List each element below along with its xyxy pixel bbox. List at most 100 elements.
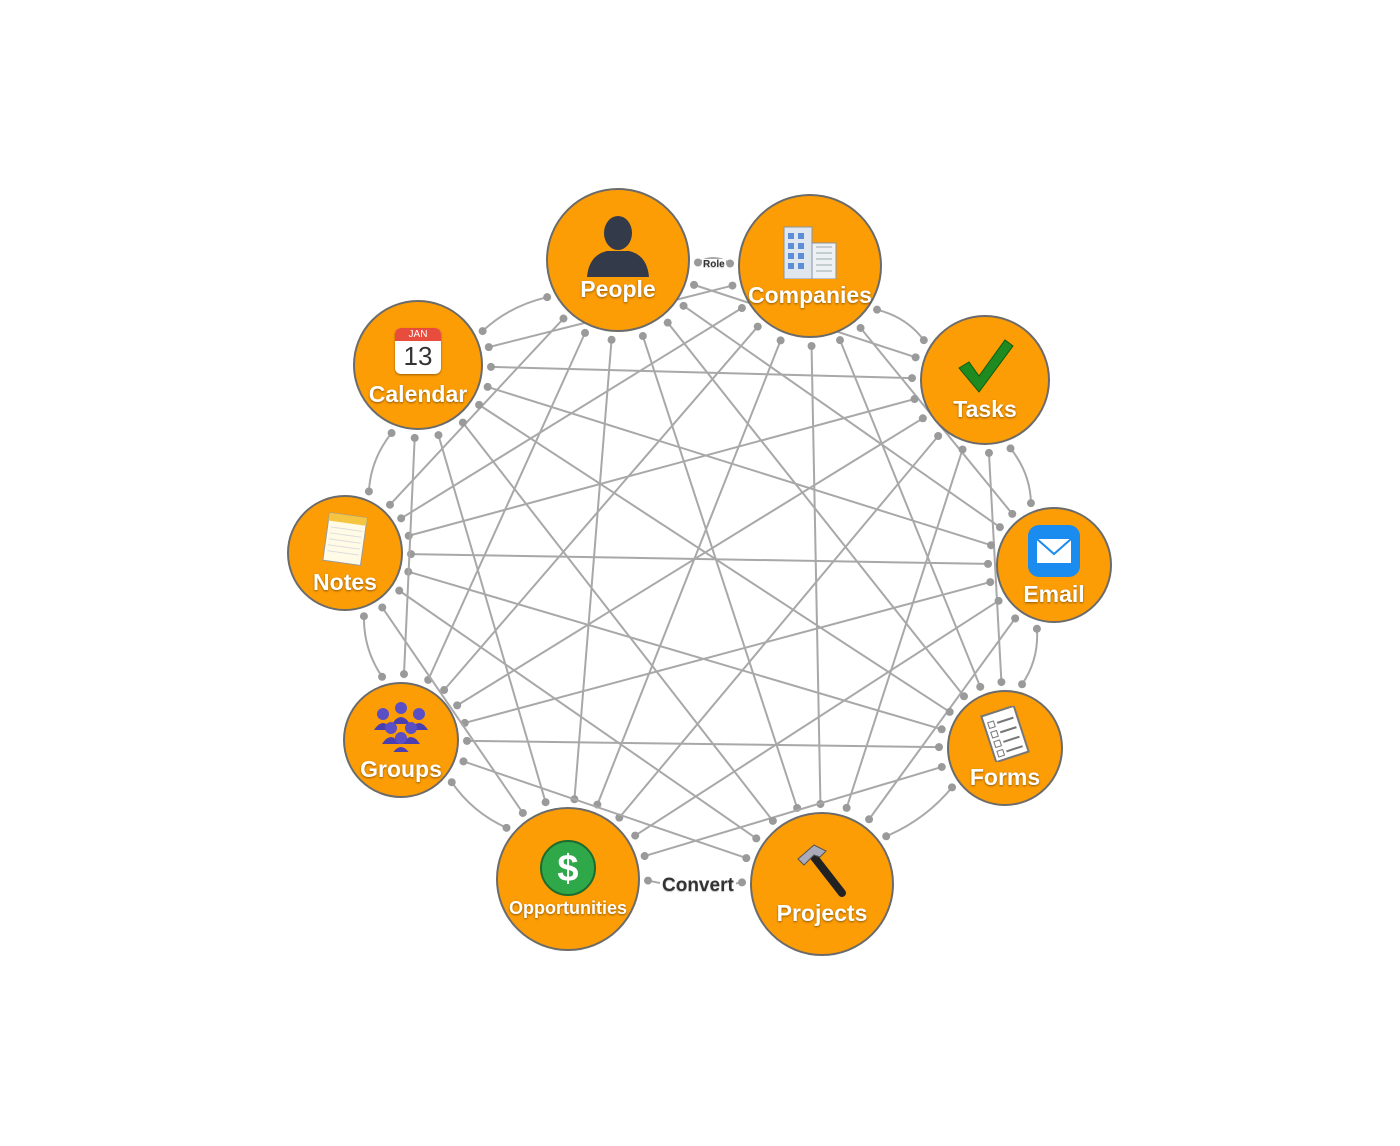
- edge-email-calendar: [487, 385, 992, 547]
- node-notes[interactable]: Notes: [287, 495, 403, 611]
- node-label: Opportunities: [509, 898, 627, 919]
- edge-endpoint-dot: [1006, 444, 1015, 453]
- dollar-coin-icon: $: [539, 839, 597, 897]
- edge-projects-notes: [398, 589, 757, 840]
- edge-endpoint-dot: [987, 541, 996, 550]
- node-companies[interactable]: Companies: [738, 194, 882, 338]
- edge-forms-calendar: [478, 404, 951, 713]
- edge-endpoint-dot: [693, 258, 702, 267]
- edge-email-forms: [1021, 628, 1039, 685]
- edge-endpoint-dot: [397, 514, 406, 523]
- edge-endpoint-dot: [742, 854, 751, 863]
- edge-endpoint-dot: [911, 353, 920, 362]
- edge-endpoint-dot: [994, 596, 1003, 605]
- edge-endpoint-dot: [359, 612, 368, 621]
- edge-endpoint-dot: [453, 701, 462, 710]
- edge-endpoint-dot: [882, 832, 891, 841]
- edge-forms-notes: [408, 570, 942, 731]
- edge-endpoint-dot: [918, 414, 927, 423]
- envelope-icon: [1027, 522, 1081, 580]
- edge-groups-notes: [362, 616, 383, 678]
- node-forms[interactable]: Forms: [947, 690, 1063, 806]
- edge-endpoint-dot: [581, 328, 590, 337]
- edge-tasks-email: [1009, 447, 1032, 504]
- edge-endpoint-dot: [410, 433, 419, 442]
- edge-endpoint-dot: [726, 259, 735, 268]
- edge-endpoint-dot: [910, 395, 919, 404]
- edge-people-calendar: [481, 296, 548, 332]
- edge-tasks-calendar: [490, 365, 913, 380]
- edge-endpoint-dot: [1011, 614, 1020, 623]
- node-tasks[interactable]: Tasks: [920, 315, 1050, 445]
- edge-endpoint-dot: [776, 336, 785, 345]
- edge-endpoint-dot: [738, 878, 747, 887]
- edge-people-notes: [389, 317, 565, 506]
- person-silhouette-icon: [585, 216, 651, 278]
- edge-endpoint-dot: [631, 831, 640, 840]
- notepad-icon: [320, 510, 370, 568]
- edge-projects-groups: [463, 760, 747, 860]
- edge-endpoint-dot: [447, 778, 456, 787]
- node-email[interactable]: Email: [996, 507, 1112, 623]
- edge-endpoint-dot: [475, 400, 484, 409]
- edge-endpoint-dot: [1008, 509, 1017, 518]
- edge-endpoint-dot: [728, 281, 737, 290]
- edge-endpoint-dot: [543, 293, 552, 302]
- edge-label-convert: Convert: [660, 875, 736, 897]
- node-projects[interactable]: Projects: [750, 812, 894, 956]
- edge-tasks-opportunities: [618, 435, 939, 819]
- edge-companies-opportunities: [596, 340, 782, 805]
- edge-endpoint-dot: [679, 301, 688, 310]
- node-label: Tasks: [953, 396, 1017, 423]
- edge-endpoint-dot: [873, 305, 882, 314]
- edge-endpoint-dot: [1026, 499, 1035, 508]
- edge-email-projects: [868, 617, 1016, 820]
- edge-opportunities-calendar: [437, 434, 547, 803]
- edge-people-projects: [641, 335, 799, 809]
- edge-endpoint-dot: [752, 834, 761, 843]
- edge-endpoint-dot: [395, 586, 404, 595]
- edge-tasks-groups: [456, 417, 924, 707]
- edge-endpoint-dot: [640, 852, 649, 861]
- node-opportunities[interactable]: $Opportunities: [496, 807, 640, 951]
- node-groups[interactable]: Groups: [343, 682, 459, 798]
- edge-people-email: [682, 305, 1001, 528]
- edge-endpoint-dot: [607, 335, 616, 344]
- edge-tasks-notes: [408, 398, 915, 537]
- node-label: Forms: [969, 764, 1041, 791]
- edge-endpoint-dot: [486, 362, 495, 371]
- edge-endpoint-dot: [643, 876, 652, 885]
- edge-email-groups: [464, 581, 991, 724]
- edge-endpoint-dot: [986, 578, 995, 587]
- node-label: Projects: [776, 900, 868, 927]
- edge-people-forms: [666, 322, 965, 697]
- edge-endpoint-dot: [935, 743, 944, 752]
- edge-endpoint-dot: [638, 332, 647, 341]
- edge-endpoint-dot: [518, 808, 527, 817]
- node-people[interactable]: People: [546, 188, 690, 332]
- edge-endpoint-dot: [807, 341, 816, 350]
- edge-endpoint-dot: [958, 445, 967, 454]
- edge-endpoint-dot: [478, 327, 487, 336]
- edge-endpoint-dot: [364, 487, 373, 496]
- edge-groups-calendar: [402, 437, 416, 675]
- edge-endpoint-dot: [836, 336, 845, 345]
- edge-endpoint-dot: [459, 757, 468, 766]
- edge-forms-projects: [885, 786, 953, 838]
- node-label: Email: [1023, 581, 1085, 608]
- edge-tasks-forms: [987, 452, 1003, 683]
- node-label: Groups: [360, 756, 442, 783]
- edge-opportunities-groups: [450, 781, 507, 829]
- hammer-icon: [792, 841, 852, 899]
- edge-endpoint-dot: [937, 762, 946, 771]
- edge-endpoint-dot: [483, 382, 492, 391]
- edge-endpoint-dot: [1032, 624, 1041, 633]
- edge-endpoint-dot: [385, 500, 394, 509]
- edge-endpoint-dot: [959, 692, 968, 701]
- edge-endpoint-dot: [842, 803, 851, 812]
- edge-endpoint-dot: [948, 783, 957, 792]
- checkmark-icon: [955, 337, 1015, 395]
- edge-label-role: Role: [702, 259, 726, 270]
